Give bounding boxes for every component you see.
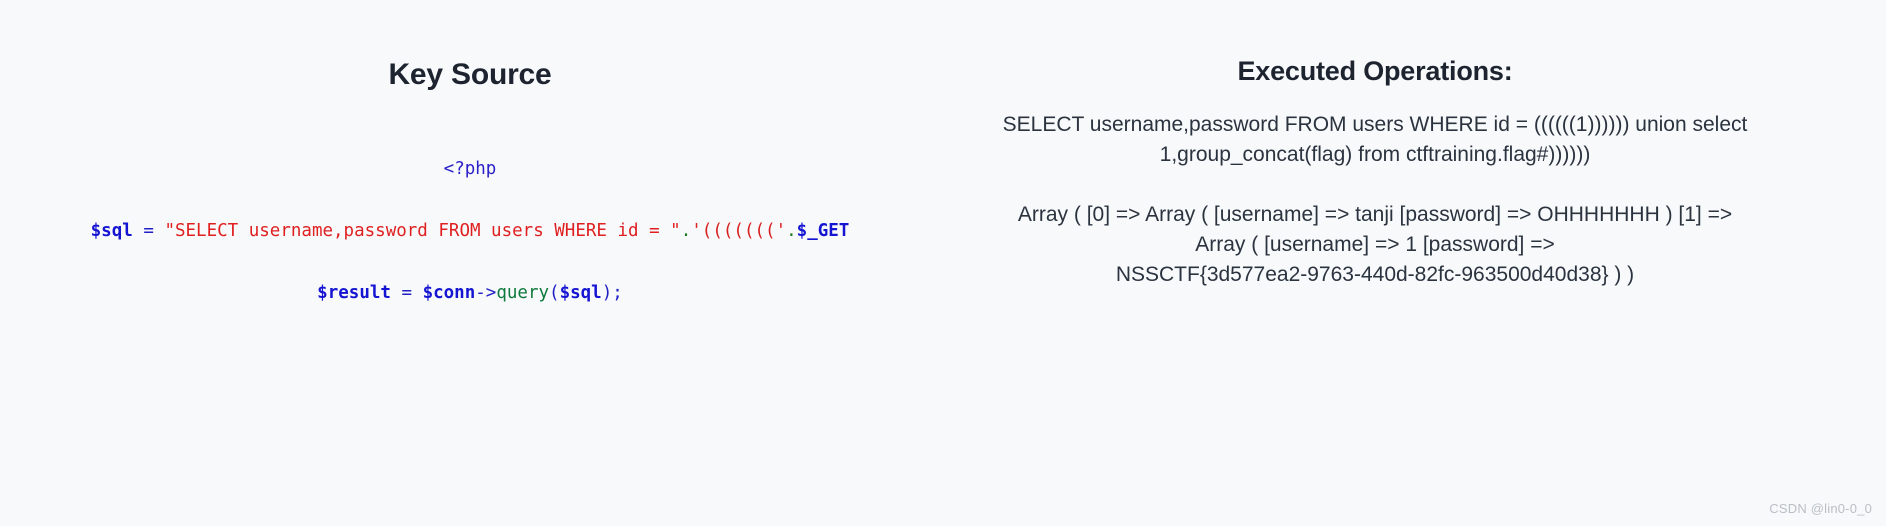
conn-variable: $conn (422, 283, 476, 303)
key-source-title: Key Source (388, 58, 552, 91)
query-method-name: query (496, 283, 550, 303)
quote-open: ' (691, 221, 702, 241)
object-arrow: -> (475, 283, 497, 303)
code-line-sql-assignment: $sql = "SELECT username,password FROM us… (0, 200, 940, 262)
query-argument: $sql (559, 283, 602, 303)
quote-close: ' (775, 221, 787, 241)
executed-operations-title: Executed Operations: (1237, 56, 1513, 86)
concat-operator-2: . (786, 221, 797, 241)
assignment-operator: = (143, 221, 154, 241)
executed-operations-output: SELECT username,password FROM users WHER… (940, 110, 1810, 290)
call-paren-close: ) (601, 283, 613, 303)
php-open-tag: <?php (443, 159, 497, 179)
executed-query-line: 1,group_concat(flag) from ctftraining.fl… (1159, 143, 1591, 166)
open-paren-group: ((((((( (701, 221, 776, 241)
executed-query-paragraph: SELECT username,password FROM users WHER… (940, 110, 1810, 170)
result-variable: $result (317, 283, 391, 303)
code-line-query-call: $result = $conn->query($sql); (0, 262, 940, 324)
result-array-line: Array ( [0] => Array ( [username] => tan… (1017, 203, 1733, 226)
executed-operations-panel: Executed Operations: SELECT username,pas… (940, 0, 1886, 526)
sql-string-literal: "SELECT username,password FROM users WHE… (164, 221, 681, 241)
statement-semicolon: ; (612, 283, 623, 303)
concat-operator-1: . (680, 221, 692, 241)
call-paren-open: ( (549, 283, 560, 303)
executed-query-line: SELECT username,password FROM users WHER… (1002, 113, 1748, 136)
assignment-operator-2: = (401, 283, 413, 303)
result-array-line: Array ( [username] => 1 [password] => (1195, 233, 1555, 256)
get-superglobal: $_GET (796, 221, 850, 241)
key-source-panel: Key Source <?php $sql = "SELECT username… (0, 0, 940, 526)
result-array-paragraph: Array ( [0] => Array ( [username] => tan… (940, 200, 1810, 290)
csdn-watermark: CSDN @lin0-0_0 (1769, 501, 1872, 516)
php-code-block: <?php $sql = "SELECT username,password F… (0, 138, 940, 324)
code-line-php-tag: <?php (0, 138, 940, 200)
sql-variable: $sql (90, 221, 133, 241)
result-array-line-flag: NSSCTF{3d577ea2-9763-440d-82fc-963500d40… (1115, 263, 1635, 286)
